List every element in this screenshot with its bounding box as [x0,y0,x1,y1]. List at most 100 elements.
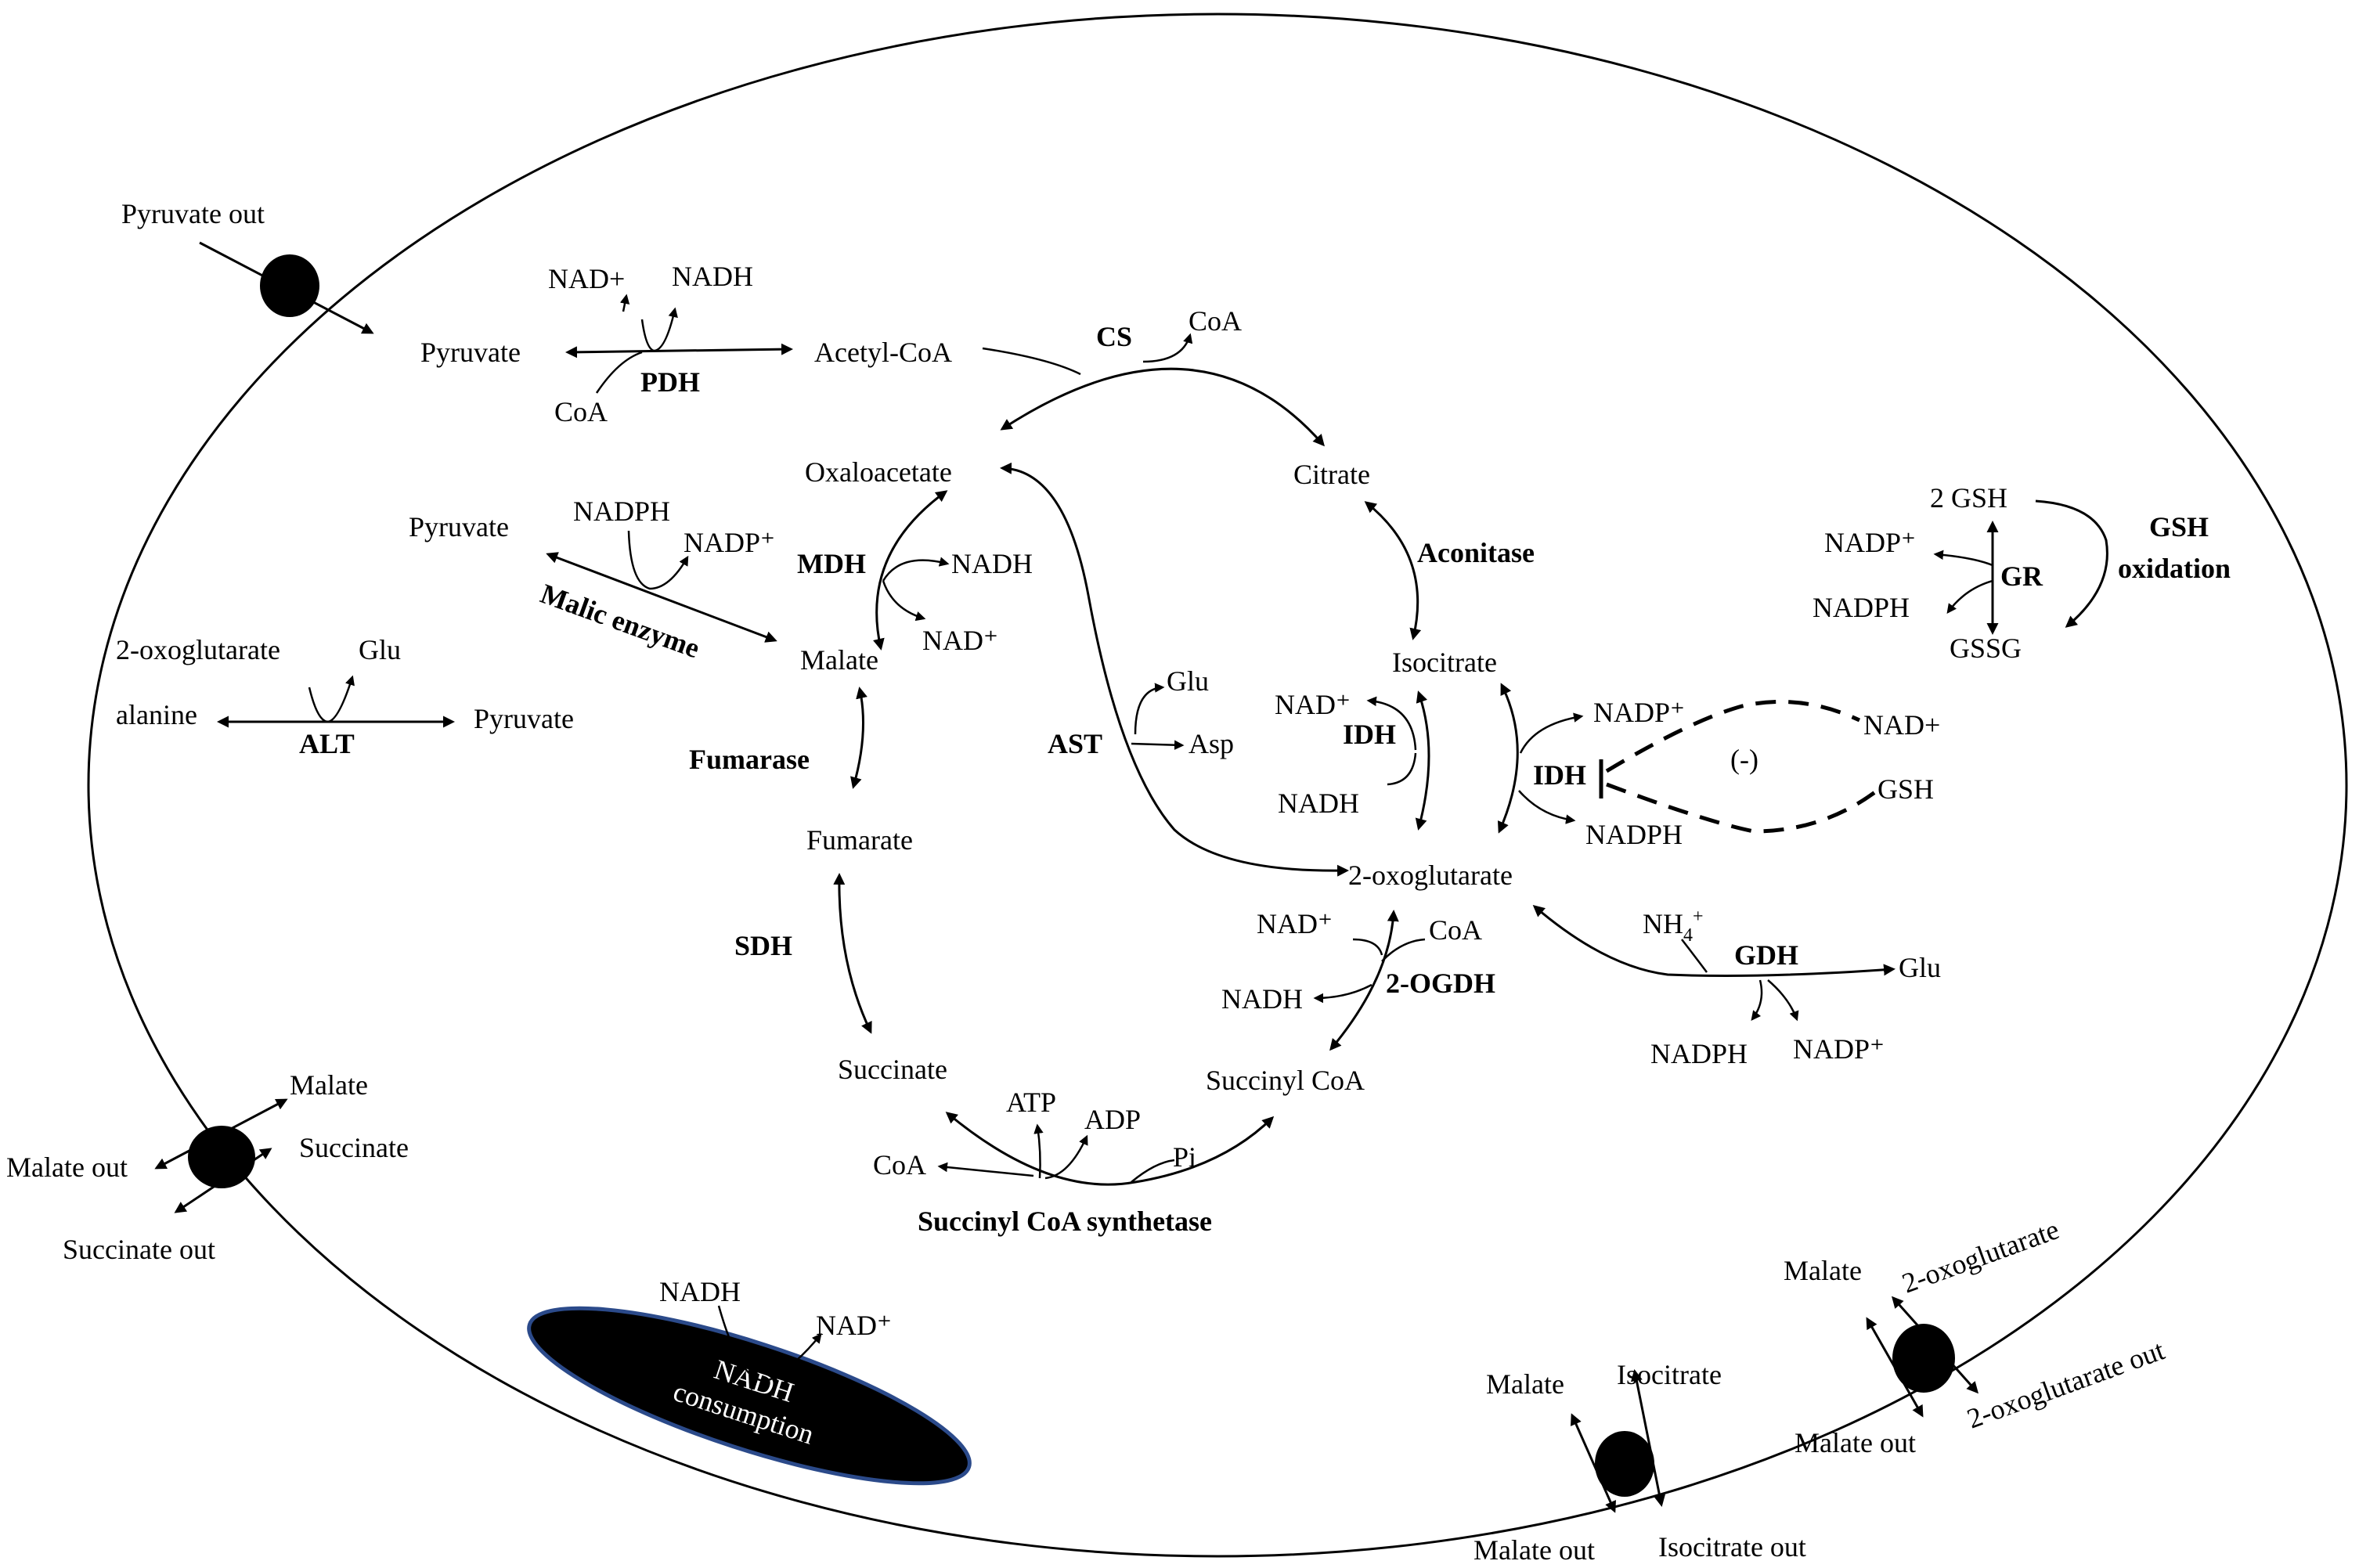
alt-reaction: alanine Pyruvate 2-oxoglutarate Glu ALT [116,634,574,759]
malate-succinate-transporter: Malate Succinate Malate out Succinate ou… [6,1069,409,1265]
idh-nadp-enzyme-label: IDH [1533,759,1586,791]
idh-nad-reaction: NAD⁺ IDH NADH [1275,689,1430,831]
fumarase-enzyme-label: Fumarase [689,744,810,775]
atp-label: ATP [1006,1087,1056,1118]
malate-label: Malate [1784,1255,1862,1286]
ogdh-coa-label: CoA [1429,914,1482,946]
transporter-icon [1595,1431,1654,1497]
ast-asp-label: Asp [1189,728,1234,759]
isocitrate-label: Isocitrate [1617,1359,1722,1390]
ogdh-enzyme-label: 2-OGDH [1386,968,1495,999]
idh-nadp-reaction: IDH NADP⁺ NADPH (-) NAD+ GSH [1497,683,1940,850]
idh-nadh-label: NADH [1278,788,1359,819]
nadh-label: NADH [672,261,753,292]
gsh-oxidation-label-2: oxidation [2118,553,2231,584]
malic-enzyme-label: Malic enzyme [536,578,704,664]
transporter-icon [1892,1324,1955,1393]
acetyl-coa-label: Acetyl-CoA [814,337,952,368]
alanine-label: alanine [116,699,197,730]
mdh-nad-label: NAD⁺ [922,625,998,656]
mdh-nadh-label: NADH [951,548,1033,579]
coa-label: CoA [554,396,608,427]
malate-label: Malate [800,644,878,676]
gdh-glu-label: Glu [1899,952,1941,983]
ogdh-nadh-label: NADH [1221,983,1303,1015]
pdh-reaction: Pyruvate Acetyl-CoA NAD+ NADH CoA PDH [420,261,952,427]
citrate-label: Citrate [1293,459,1370,490]
oxoglutarate-label: 2-oxoglutarate [116,634,280,665]
idh-nadph-label: NADPH [1585,819,1683,850]
succinate-label: Succinate [299,1132,409,1163]
oxoglutarate-label: 2-oxoglutarate [1898,1213,2063,1299]
inhibitor-gsh-label: GSH [1877,773,1934,805]
malate-out-label: Malate out [1794,1427,1916,1458]
sdh-enzyme-label: SDH [734,930,792,961]
coa-label: CoA [873,1149,926,1181]
mdh-enzyme-label: MDH [797,548,866,579]
ast-enzyme-label: AST [1048,728,1102,759]
nadh-label: NADH [659,1276,741,1307]
pdh-enzyme-label: PDH [640,366,700,398]
nh4-label: NH4+ [1643,907,1704,946]
gdh-nadph-label: NADPH [1650,1038,1748,1069]
gr-nadp-label: NADP⁺ [1824,527,1916,558]
glu-label: Glu [359,634,401,665]
gsh2-label: 2 GSH [1930,482,2007,514]
ast-glu-label: Glu [1167,665,1209,697]
transporter-icon [188,1126,255,1188]
transporter-icon [260,254,319,317]
pi-label: Pi [1173,1141,1196,1173]
nad-label: NAD+ [548,263,625,294]
nadh-consumption-arrow [717,1305,822,1382]
glutathione-reactions: 2 GSH GSSG GR NADP⁺ NADPH GSH oxidation [1813,482,2231,664]
pyruvate-transporter: Pyruvate out [121,198,374,334]
idh-nad-label: NAD⁺ [1275,689,1351,720]
gdh-reaction: NH4+ GDH Glu NADPH NADP⁺ [1532,905,1941,1069]
coa-label: CoA [1189,305,1242,337]
pyruvate-label: Pyruvate [420,337,521,368]
malate-isocitrate-transporter: Malate Isocitrate Malate out Isocitrate … [1473,1359,1806,1566]
malate-label: Malate [1486,1368,1564,1400]
malate-out-label: Malate out [1473,1534,1595,1566]
alt-enzyme-label: ALT [299,728,355,759]
malate-out-label: Malate out [6,1152,128,1183]
nadp-label: NADP⁺ [684,527,775,558]
gssg-label: GSSG [1950,633,2022,664]
nadh-consumption-ellipse [527,1306,972,1486]
isocitrate-label: Isocitrate [1392,647,1497,678]
adp-label: ADP [1084,1104,1141,1135]
malate-label: Malate [290,1069,368,1101]
pyruvate-label: Pyruvate [409,511,509,542]
pyruvate-out-label: Pyruvate out [121,198,265,229]
succinate-label: Succinate [838,1054,947,1085]
oxoglutarate-label: 2-oxoglutarate [1348,860,1513,891]
tca-cycle: CS CoA Oxaloacetate Citrate Aconitase Is… [689,305,1535,1237]
cs-enzyme-label: CS [1096,321,1132,352]
gr-nadph-label: NADPH [1813,592,1910,623]
ogdh-nad-label: NAD⁺ [1257,908,1333,939]
succinyl-coa-label: Succinyl CoA [1206,1065,1365,1096]
idh-nadp-label: NADP⁺ [1593,697,1685,728]
succinyl-coa-synthetase-label: Succinyl CoA synthetase [918,1206,1212,1237]
idh-enzyme-label: IDH [1343,719,1396,750]
fumarate-label: Fumarate [806,824,913,856]
gr-enzyme-label: GR [2000,561,2043,592]
pyruvate-label: Pyruvate [474,703,574,734]
inhibition-label: (-) [1730,744,1758,775]
cell-membrane [87,13,2348,1558]
oxaloacetate-label: Oxaloacetate [805,456,952,488]
aconitase-enzyme-label: Aconitase [1417,537,1535,568]
gsh-oxidation-label-1: GSH [2149,511,2209,542]
isocitrate-out-label: Isocitrate out [1658,1531,1806,1563]
gdh-enzyme-label: GDH [1734,939,1798,971]
nadh-consumption: NADH consumption NADH NAD⁺ [527,1276,972,1486]
oxoglutarate-out-label: 2-oxoglutarate out [1963,1334,2169,1434]
malic-enzyme-reaction: Pyruvate NADPH NADP⁺ Malic enzyme [409,496,777,664]
malate-oxoglutarate-transporter: Malate 2-oxoglutarate Malate out 2-oxogl… [1784,1213,2169,1458]
succinate-out-label: Succinate out [63,1234,215,1265]
inhibitor-nad-label: NAD+ [1863,709,1940,741]
nad-label: NAD⁺ [816,1310,892,1341]
gdh-nadp-label: NADP⁺ [1793,1033,1885,1065]
nadph-label: NADPH [573,496,670,527]
